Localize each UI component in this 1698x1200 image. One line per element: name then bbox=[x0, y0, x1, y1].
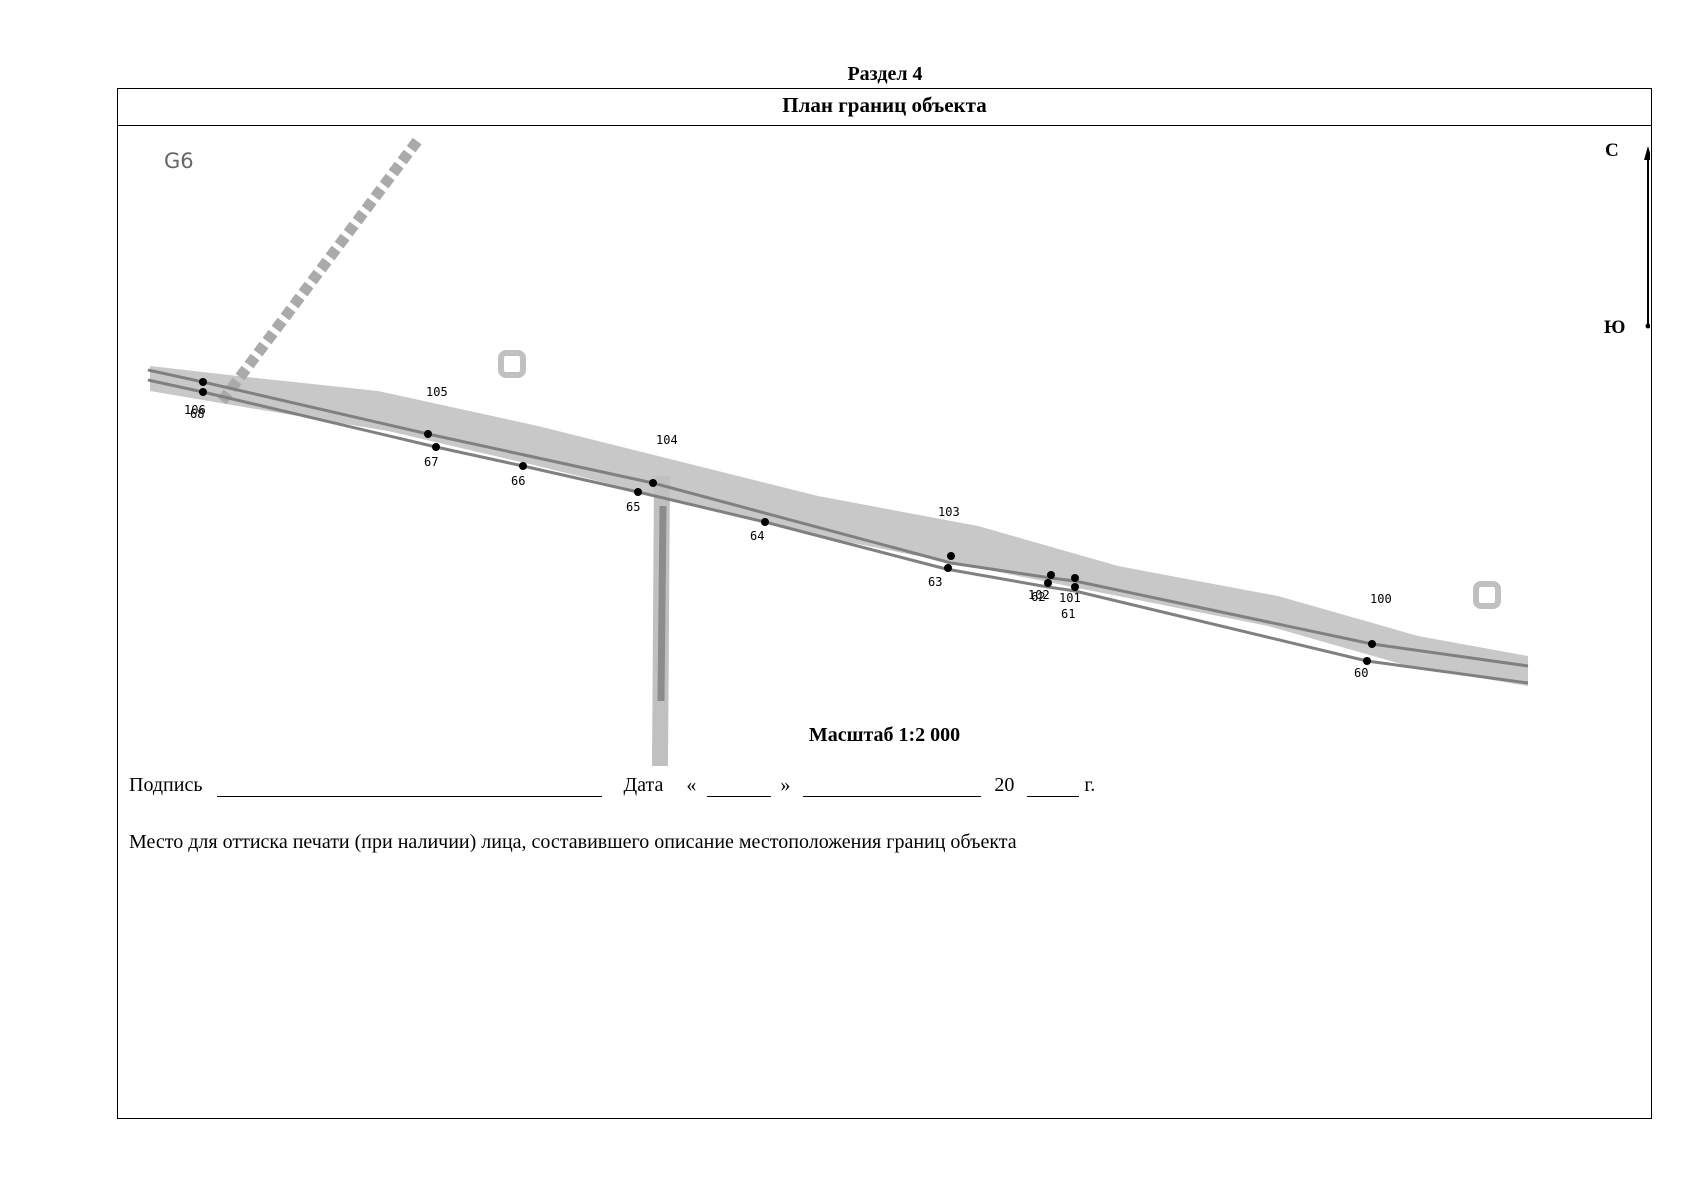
year-suffix: г. bbox=[1084, 774, 1096, 796]
road-strip bbox=[150, 136, 1528, 766]
point-label-63: 63 bbox=[928, 575, 942, 589]
road-band bbox=[150, 366, 1528, 686]
month-line[interactable] bbox=[803, 776, 982, 797]
point-marker bbox=[947, 552, 955, 560]
signature-line[interactable] bbox=[217, 776, 603, 797]
road-vertical-dark bbox=[657, 505, 667, 702]
north-arrow-icon bbox=[1644, 146, 1650, 329]
ring-marker-2 bbox=[1473, 581, 1501, 609]
point-marker bbox=[424, 430, 432, 438]
point-label-101: 101 bbox=[1059, 591, 1081, 605]
point-label-64: 64 bbox=[750, 529, 764, 543]
point-marker bbox=[944, 564, 952, 572]
point-marker bbox=[1044, 579, 1052, 587]
scale-label: Масштаб 1:2 000 bbox=[808, 724, 961, 746]
point-label-102: 102 bbox=[1028, 588, 1050, 602]
point-labels: 105 104 103 100 106 68 67 66 65 64 63 10… bbox=[184, 385, 1392, 680]
road-diagonal bbox=[217, 136, 423, 405]
ring-marker-1 bbox=[498, 350, 526, 378]
point-label-100: 100 bbox=[1370, 592, 1392, 606]
point-label-60: 60 bbox=[1354, 666, 1368, 680]
point-marker bbox=[432, 443, 440, 451]
point-marker bbox=[1047, 571, 1055, 579]
plan-header: План границ объекта bbox=[118, 89, 1651, 126]
point-marker bbox=[199, 378, 207, 386]
point-marker bbox=[1071, 574, 1079, 582]
point-marker bbox=[634, 488, 642, 496]
plan-frame: План границ объекта bbox=[117, 88, 1652, 1119]
point-marker bbox=[761, 518, 769, 526]
point-label-105: 105 bbox=[426, 385, 448, 399]
point-marker bbox=[649, 479, 657, 487]
day-line[interactable] bbox=[707, 776, 772, 797]
stamp-note: Место для оттиска печати (при наличии) л… bbox=[129, 831, 1017, 853]
boundary-upper bbox=[147, 368, 1529, 668]
point-label-66: 66 bbox=[511, 474, 525, 488]
north-label: С bbox=[1605, 140, 1619, 161]
signature-row: Подпись Дата « » 20 г. bbox=[129, 774, 1095, 797]
sheet-label: G6 bbox=[164, 149, 194, 173]
point-marker bbox=[1363, 657, 1371, 665]
boundary-points bbox=[199, 378, 1376, 665]
signature-label: Подпись bbox=[129, 774, 203, 796]
point-marker bbox=[1071, 583, 1079, 591]
point-label-68: 68 bbox=[190, 407, 204, 421]
quote-open: « bbox=[686, 774, 697, 796]
point-marker bbox=[1368, 640, 1376, 648]
boundary-map: 105 104 103 100 106 68 67 66 65 64 63 10… bbox=[147, 136, 1650, 766]
point-label-103: 103 bbox=[938, 505, 960, 519]
point-label-62: 62 bbox=[1031, 590, 1045, 604]
year-line[interactable] bbox=[1027, 776, 1080, 797]
point-marker bbox=[199, 388, 207, 396]
point-label-65: 65 bbox=[626, 500, 640, 514]
point-label-106: 106 bbox=[184, 403, 206, 417]
section-title: Раздел 4 bbox=[847, 63, 923, 85]
year-prefix: 20 bbox=[994, 774, 1015, 796]
point-label-67: 67 bbox=[424, 455, 438, 469]
quote-close: » bbox=[780, 774, 791, 796]
point-marker bbox=[519, 462, 527, 470]
date-label: Дата bbox=[623, 774, 664, 796]
point-label-104: 104 bbox=[656, 433, 678, 447]
point-label-61: 61 bbox=[1061, 607, 1075, 621]
south-label: Ю bbox=[1604, 317, 1626, 338]
